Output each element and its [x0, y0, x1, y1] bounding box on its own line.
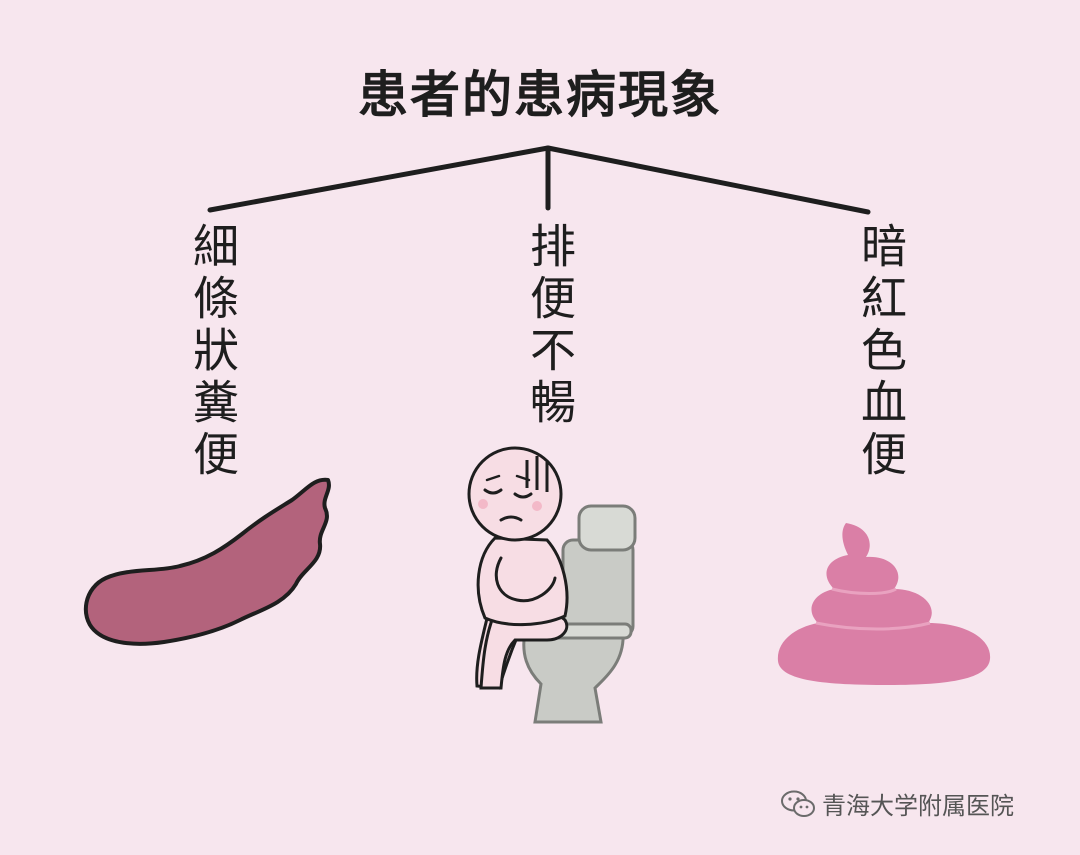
branch-label-thin-stool: 細條狀糞便: [186, 222, 240, 482]
branch-label-difficult-defecation: 排便不暢: [523, 222, 577, 430]
branch-label-dark-red-bloody-stool: 暗紅色血便: [854, 222, 908, 482]
person-on-toilet-icon: [467, 446, 637, 724]
watermark-text: 青海大学附属医院: [822, 792, 1014, 820]
wechat-icon: [781, 790, 815, 817]
branch-line-left: [207, 145, 551, 213]
branch-line-right: [545, 145, 871, 215]
diagram-title: 患者的患病現象: [358, 66, 722, 124]
pile-stool-icon: [777, 523, 991, 685]
thin-stool-icon: [84, 477, 331, 646]
watermark: 青海大学附属医院: [780, 786, 1014, 821]
